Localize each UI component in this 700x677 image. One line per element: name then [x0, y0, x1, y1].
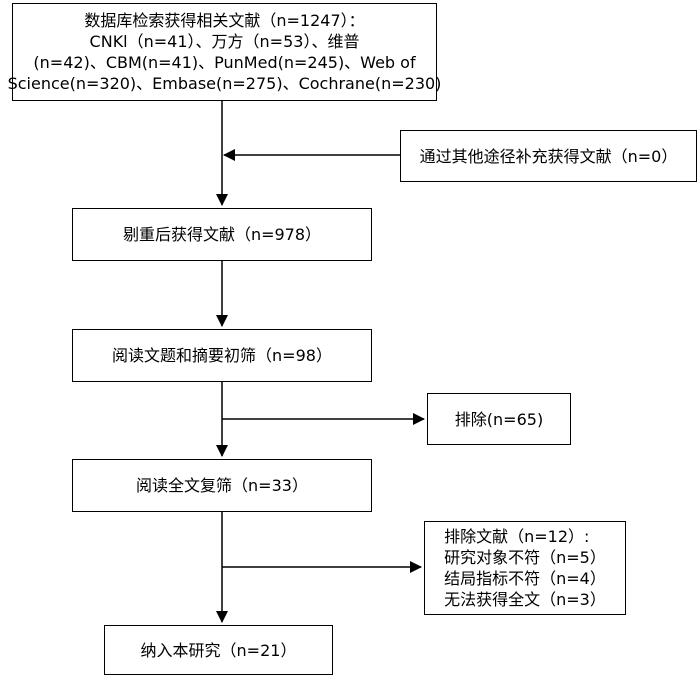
excluded-2-line-1: 排除文献（n=12）:: [444, 527, 590, 546]
identified-line-4: Science(n=320)、Embase(n=275)、Cochrane(n=…: [7, 74, 442, 93]
other-sources-box: 通过其他途径补充获得文献（n=0）: [400, 130, 697, 182]
excluded-2-line-3: 结局指标不符（n=4）: [444, 569, 606, 588]
excluded-1-box: 排除(n=65): [427, 393, 571, 445]
other-sources-label: 通过其他途径补充获得文献（n=0）: [419, 146, 678, 166]
included-label: 纳入本研究（n=21）: [140, 640, 297, 660]
identified-line-1: 数据库检索获得相关文献（n=1247）：: [84, 11, 365, 30]
title-abstract-label: 阅读文题和摘要初筛（n=98）: [112, 346, 332, 365]
included-box: 纳入本研究（n=21）: [104, 625, 333, 675]
excluded-2-line-4: 无法获得全文（n=3）: [444, 590, 606, 609]
deduplicated-label: 剔重后获得文献（n=978）: [122, 225, 322, 244]
excluded-2-line-2: 研究对象不符（n=5）: [444, 548, 606, 567]
identified-line-2: CNKl（n=41）、万方（n=53）、维普: [89, 32, 360, 51]
full-text-screen-box: 阅读全文复筛（n=33）: [72, 459, 372, 512]
deduplicated-box: 剔重后获得文献（n=978）: [72, 208, 372, 261]
full-text-label: 阅读全文复筛（n=33）: [136, 476, 308, 495]
identified-records-box: 数据库检索获得相关文献（n=1247）： CNKl（n=41）、万方（n=53）…: [8, 3, 441, 101]
title-abstract-screen-box: 阅读文题和摘要初筛（n=98）: [72, 329, 372, 382]
excluded-2-box: 排除文献（n=12）: 研究对象不符（n=5） 结局指标不符（n=4） 无法获得…: [424, 521, 626, 615]
excluded-1-label: 排除(n=65): [454, 409, 544, 429]
identified-line-3: (n=42)、CBM(n=41)、PunMed(n=245)、Web of: [33, 53, 416, 72]
